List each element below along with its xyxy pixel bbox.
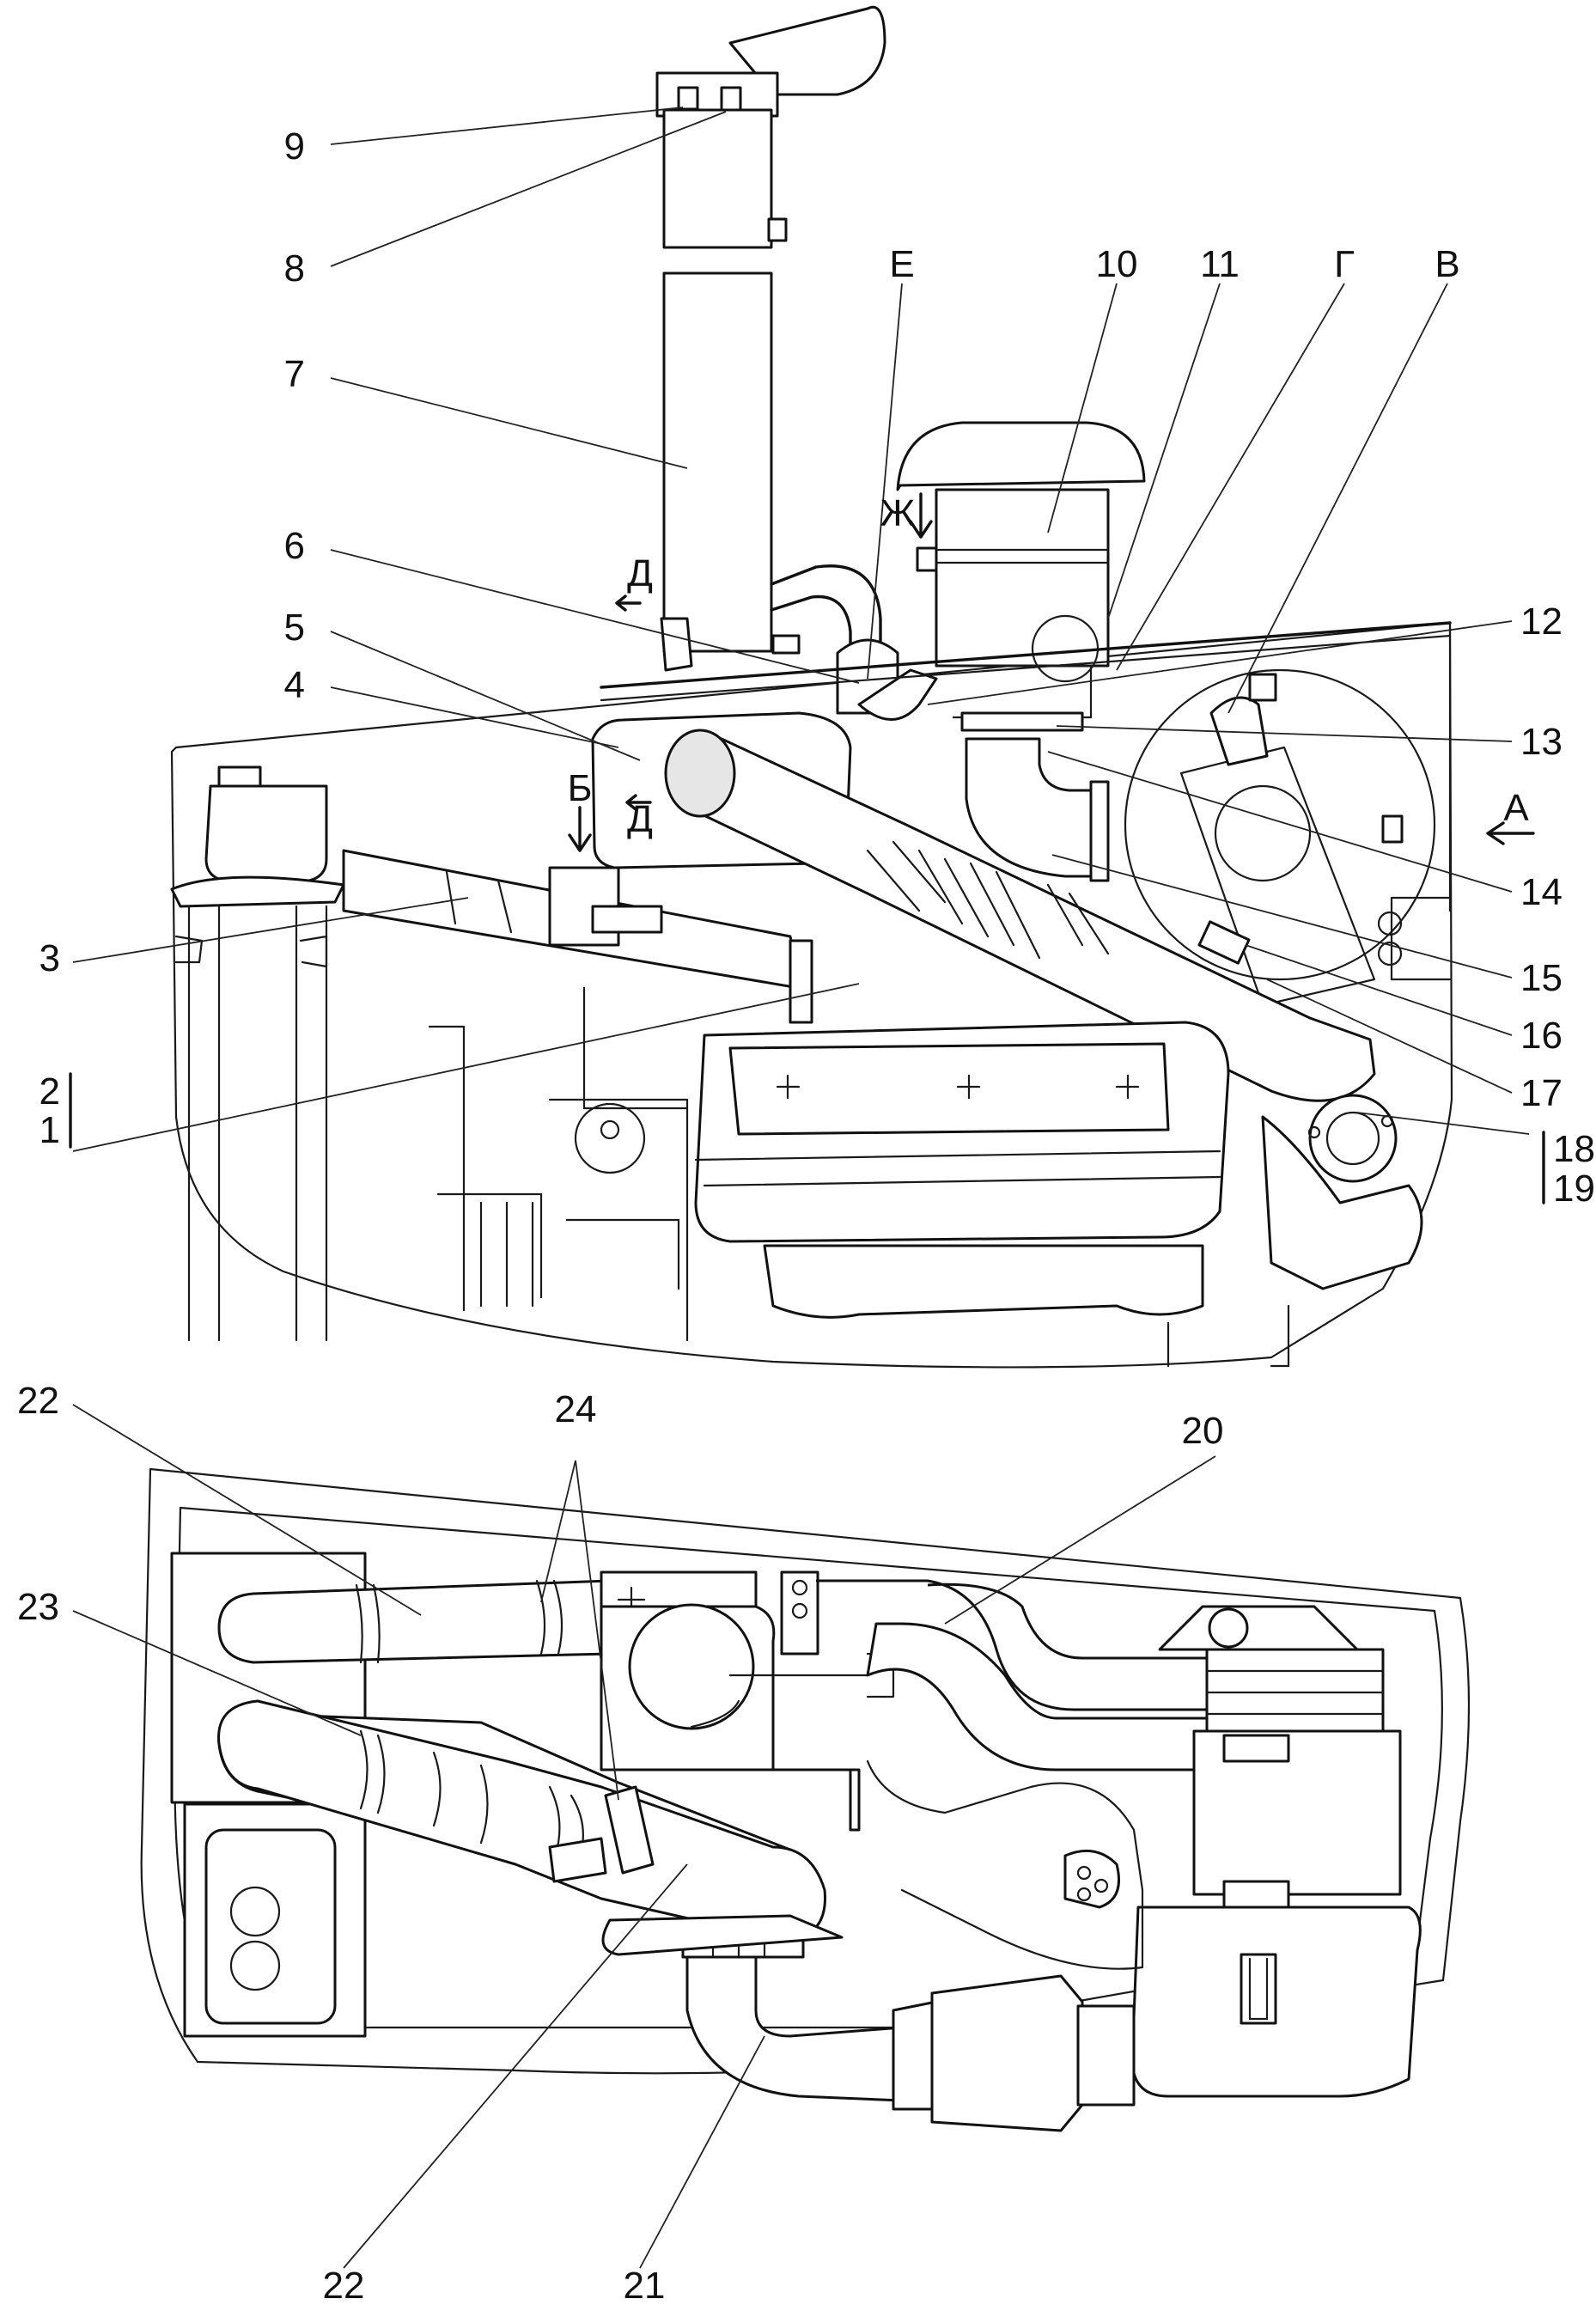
air-cleaner-plan xyxy=(1130,1605,1422,2098)
label-9: 9 xyxy=(284,125,305,168)
label-A: А xyxy=(1503,787,1529,829)
label-13: 13 xyxy=(1520,721,1562,763)
deck-plate xyxy=(600,621,1452,689)
label-21: 21 xyxy=(624,2265,666,2305)
label-16: 16 xyxy=(1520,1015,1562,1057)
label-22-top: 22 xyxy=(17,1380,59,1422)
label-G: Г xyxy=(1334,243,1355,285)
intake-elbow xyxy=(965,737,1106,878)
labels: 9 8 7 6 5 4 3 2 1 Е 10 11 Г В Ж Д Д Б А … xyxy=(17,125,1595,2305)
label-2: 2 xyxy=(40,1070,60,1113)
vertical-intake-pipe xyxy=(655,5,886,672)
label-10: 10 xyxy=(1096,243,1138,285)
label-19: 19 xyxy=(1553,1168,1595,1210)
label-11: 11 xyxy=(1200,243,1240,285)
left-intake-hose xyxy=(342,849,813,1024)
label-V: В xyxy=(1435,243,1459,285)
central-box xyxy=(600,1570,895,1832)
upper-view xyxy=(69,5,1545,1369)
label-4: 4 xyxy=(284,664,305,706)
diagonal-intake-hose xyxy=(664,729,1398,1183)
lower-view xyxy=(72,1404,1471,2269)
precleaner-housing xyxy=(1124,668,1436,981)
label-7: 7 xyxy=(284,353,305,395)
lower-leader-lines xyxy=(72,1404,1216,2269)
label-D1: Д xyxy=(627,552,653,595)
air-cleaner xyxy=(896,421,1146,732)
filter-canister xyxy=(170,765,345,1342)
pipe-20 xyxy=(816,1579,1221,1771)
engine-block xyxy=(428,986,1423,1368)
label-3: 3 xyxy=(40,937,60,979)
label-D2: Д xyxy=(627,798,653,840)
label-E: Е xyxy=(889,243,914,285)
label-8: 8 xyxy=(284,247,305,290)
label-1: 1 xyxy=(40,1109,60,1151)
engine-plan xyxy=(866,1759,1144,1970)
label-5: 5 xyxy=(284,607,305,649)
label-14: 14 xyxy=(1520,871,1562,913)
label-18: 18 xyxy=(1553,1128,1595,1170)
label-24: 24 xyxy=(555,1388,597,1430)
upper-leader-lines xyxy=(69,107,1545,1204)
label-22-bottom: 22 xyxy=(323,2265,365,2305)
label-12: 12 xyxy=(1520,601,1562,643)
label-15: 15 xyxy=(1520,957,1562,999)
pipe-21 xyxy=(681,1931,1136,2132)
label-17: 17 xyxy=(1520,1072,1562,1114)
label-B: Б xyxy=(568,767,593,809)
label-20: 20 xyxy=(1182,1410,1224,1452)
label-Zh: Ж xyxy=(880,492,916,534)
label-6: 6 xyxy=(284,525,305,567)
label-23: 23 xyxy=(17,1586,59,1628)
upper-hose-22 xyxy=(217,1570,758,1664)
